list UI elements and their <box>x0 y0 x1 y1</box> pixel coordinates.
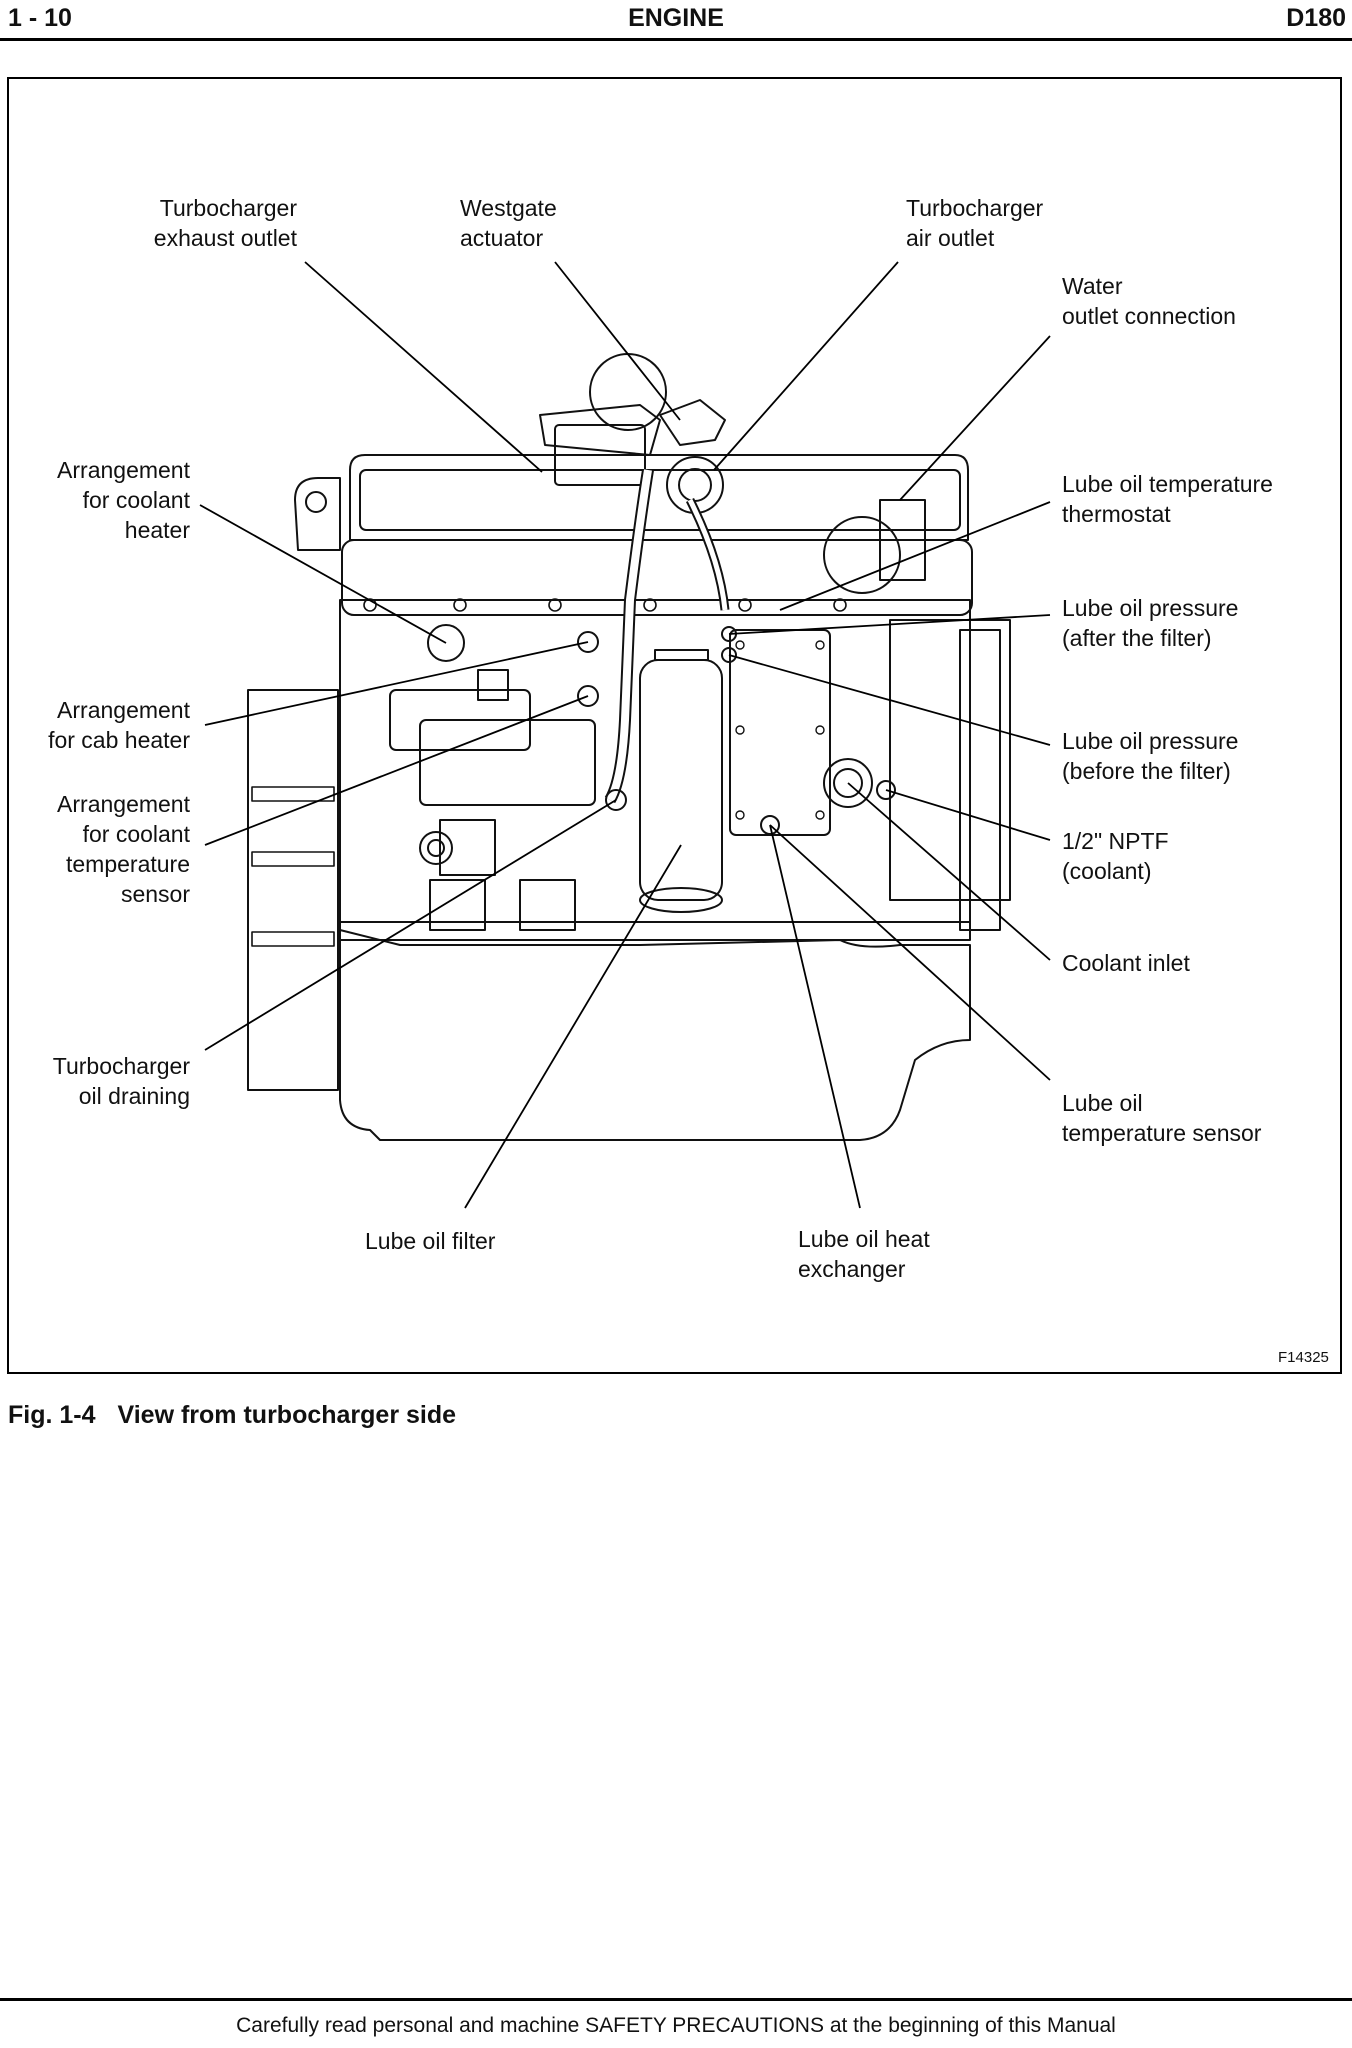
engine-block <box>339 599 971 941</box>
alternator <box>823 516 901 594</box>
footer-rule <box>0 1998 1352 2001</box>
figure-title: View from turbocharger side <box>117 1401 457 1429</box>
leader-coolant-inlet <box>847 782 1051 961</box>
leader-pressure-before <box>728 654 1051 746</box>
leader-water-outlet <box>899 335 1051 501</box>
header-rule <box>0 38 1352 41</box>
coolant-heater-port <box>427 624 465 662</box>
leader-temp-sensor <box>769 824 1051 1081</box>
label-nptf-coolant: 1/2" NPTF(coolant) <box>1062 828 1169 884</box>
cooler-bolts <box>735 640 825 820</box>
label-lube-oil-filter: Lube oil filter <box>365 1228 496 1254</box>
oil-pan-outline <box>339 929 971 1141</box>
section-title: ENGINE <box>628 4 724 32</box>
footer-note: Carefully read personal and machine SAFE… <box>236 2014 1116 2037</box>
leader-nptf <box>885 789 1051 841</box>
leader-turbo-drain <box>204 799 617 1051</box>
cab-heater-port <box>577 631 599 653</box>
turbo-drain-port <box>605 789 627 811</box>
leader-oil-filter <box>464 844 682 1209</box>
coolant-temp-port <box>577 685 599 707</box>
label-lube-oil-pressure-before: Lube oil pressure(before the filter) <box>1062 728 1239 784</box>
manifold-bolts <box>363 598 847 612</box>
model-code: D180 <box>1286 4 1346 32</box>
engine-drawing <box>247 353 1011 1141</box>
leader-thermostat <box>779 501 1051 611</box>
leader-turbo-exhaust <box>304 261 543 473</box>
leader-coolant-heater <box>199 504 447 644</box>
figure-frame <box>7 77 1342 1374</box>
leader-turbo-air <box>713 261 899 471</box>
leader-westgate <box>554 261 681 421</box>
front-bracket <box>247 689 339 1091</box>
label-coolant-inlet: Coolant inlet <box>1062 950 1190 976</box>
label-lube-oil-pressure-after: Lube oil pressure(after the filter) <box>1062 595 1239 651</box>
lifting-eye <box>294 477 341 551</box>
intake-manifold <box>341 539 973 616</box>
leader-pressure-after <box>728 614 1051 635</box>
page-number: 1 - 10 <box>8 4 72 32</box>
side-bracket <box>889 619 1011 901</box>
westgate-body <box>659 399 726 446</box>
figure-caption: Fig. 1-4 View from turbocharger side <box>8 1401 456 1430</box>
page-header: 1 - 10 ENGINE D180 <box>0 0 1352 42</box>
rocker-cover <box>359 469 961 531</box>
turbo-exhaust <box>539 404 661 456</box>
leader-heat-exchanger <box>769 824 861 1209</box>
coolant-inlet-port <box>823 758 873 808</box>
water-outlet <box>879 499 926 581</box>
figure-number: Fig. 1-4 <box>8 1401 96 1429</box>
cylinder-head <box>349 454 969 541</box>
leader-cab-heater <box>204 641 589 726</box>
leader-lines <box>199 261 1051 1209</box>
leader-coolant-temp <box>204 695 589 846</box>
figure-code: F14325 <box>1278 1349 1329 1366</box>
oil-pressure-before-port <box>721 647 737 663</box>
